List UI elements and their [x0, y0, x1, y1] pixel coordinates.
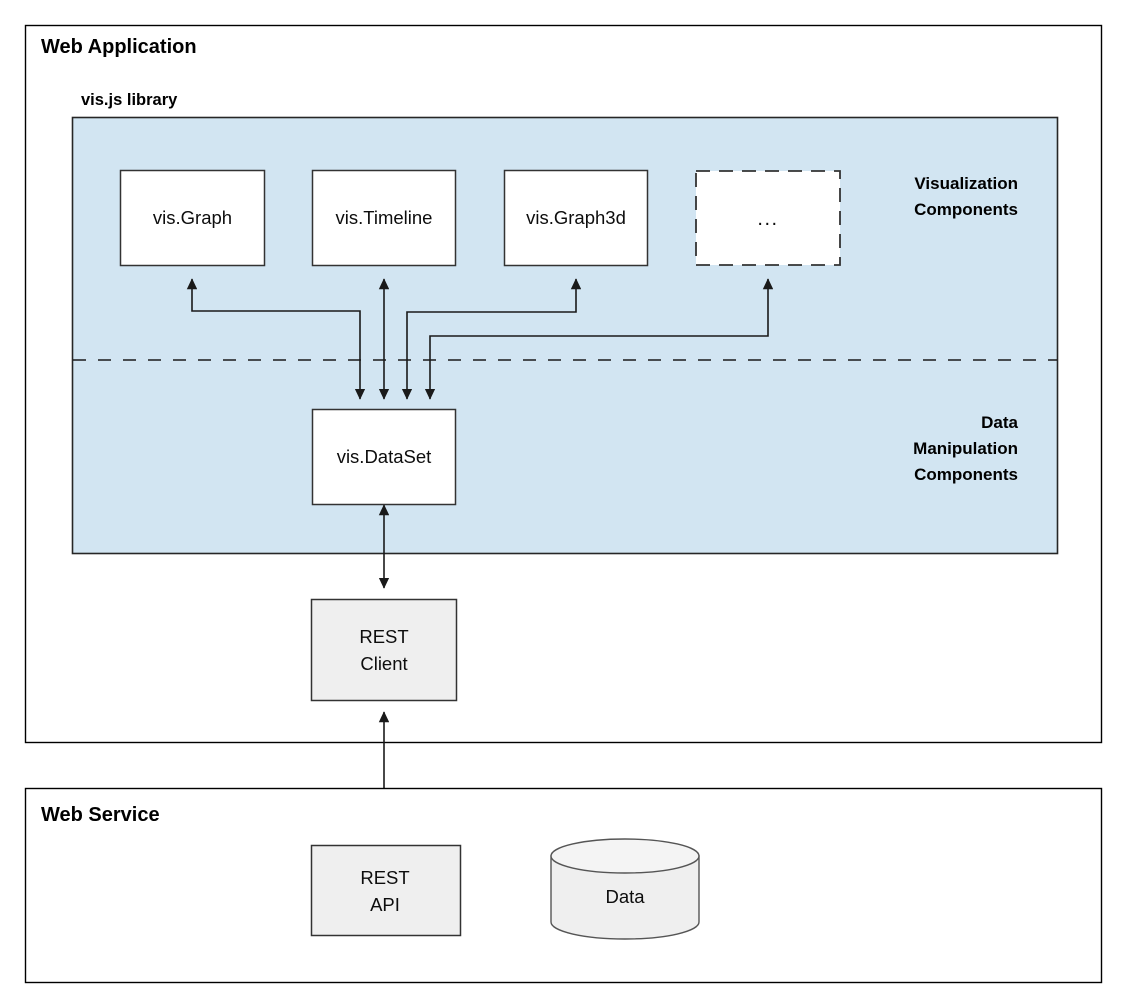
node-vis-timeline-label: vis.Timeline	[336, 207, 433, 228]
node-rest-client-label-line2: Client	[360, 653, 407, 674]
connector-more-dataset	[424, 278, 774, 400]
node-vis-graph-label: vis.Graph	[153, 207, 232, 228]
web-service-title: Web Service	[41, 804, 160, 826]
vis-js-library-title: vis.js library	[81, 91, 178, 109]
node-vis-dataset[interactable]: vis.DataSet	[311, 408, 457, 506]
node-rest-client[interactable]: REST Client	[310, 598, 458, 702]
node-vis-timeline[interactable]: vis.Timeline	[311, 169, 457, 267]
svg-text:Data: Data	[981, 413, 1018, 432]
svg-text:Visualization: Visualization	[914, 174, 1018, 193]
visualization-components-label: Visualization Components	[914, 174, 1018, 219]
svg-text:Manipulation: Manipulation	[913, 439, 1018, 458]
node-more-components-label: ...	[757, 208, 778, 230]
node-data-store-label: Data	[605, 886, 645, 907]
node-rest-api-label-line1: REST	[360, 867, 409, 888]
svg-text:Components: Components	[914, 200, 1018, 219]
node-data-store[interactable]: Data	[550, 838, 700, 940]
connector-vis-graph-dataset	[186, 278, 366, 400]
node-rest-api[interactable]: REST API	[310, 844, 462, 937]
node-rest-client-label-line1: REST	[359, 626, 408, 647]
node-vis-graph[interactable]: vis.Graph	[119, 169, 266, 267]
node-more-components[interactable]: ...	[695, 170, 841, 266]
node-vis-graph3d[interactable]: vis.Graph3d	[503, 169, 649, 267]
svg-text:Components: Components	[914, 465, 1018, 484]
node-vis-dataset-label: vis.DataSet	[337, 446, 432, 467]
node-vis-graph3d-label: vis.Graph3d	[526, 207, 626, 228]
node-rest-api-label-line2: API	[370, 894, 400, 915]
data-manipulation-components-label: Data Manipulation Components	[913, 413, 1018, 484]
web-application-title: Web Application	[41, 36, 197, 58]
